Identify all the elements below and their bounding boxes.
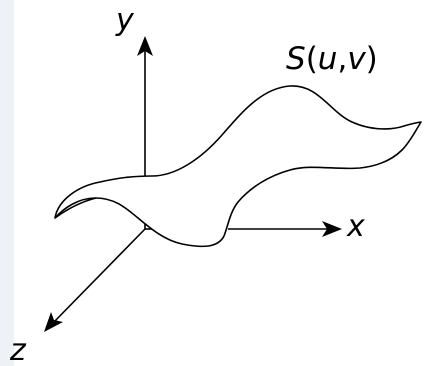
surface-label-v: v <box>347 41 366 77</box>
surface-label-open-paren: ( <box>305 41 318 77</box>
y-axis-arrowhead <box>137 36 153 56</box>
z-axis-arrowhead <box>44 312 63 332</box>
surface-label-close-paren: ) <box>365 41 378 77</box>
z-axis-label: z <box>10 333 26 366</box>
z-axis <box>51 228 146 325</box>
surface-label-comma: , <box>337 41 348 77</box>
surface-label: S(u,v) <box>286 44 378 75</box>
surface-label-s: S <box>286 41 306 77</box>
x-axis-arrowhead <box>322 221 342 237</box>
x-axis-label: x <box>347 209 365 244</box>
left-edge-strip <box>0 0 14 366</box>
surface-label-u: u <box>317 41 338 77</box>
y-axis-label: y <box>116 3 134 38</box>
surface-fold <box>54 197 97 219</box>
surface-outline <box>54 85 422 248</box>
